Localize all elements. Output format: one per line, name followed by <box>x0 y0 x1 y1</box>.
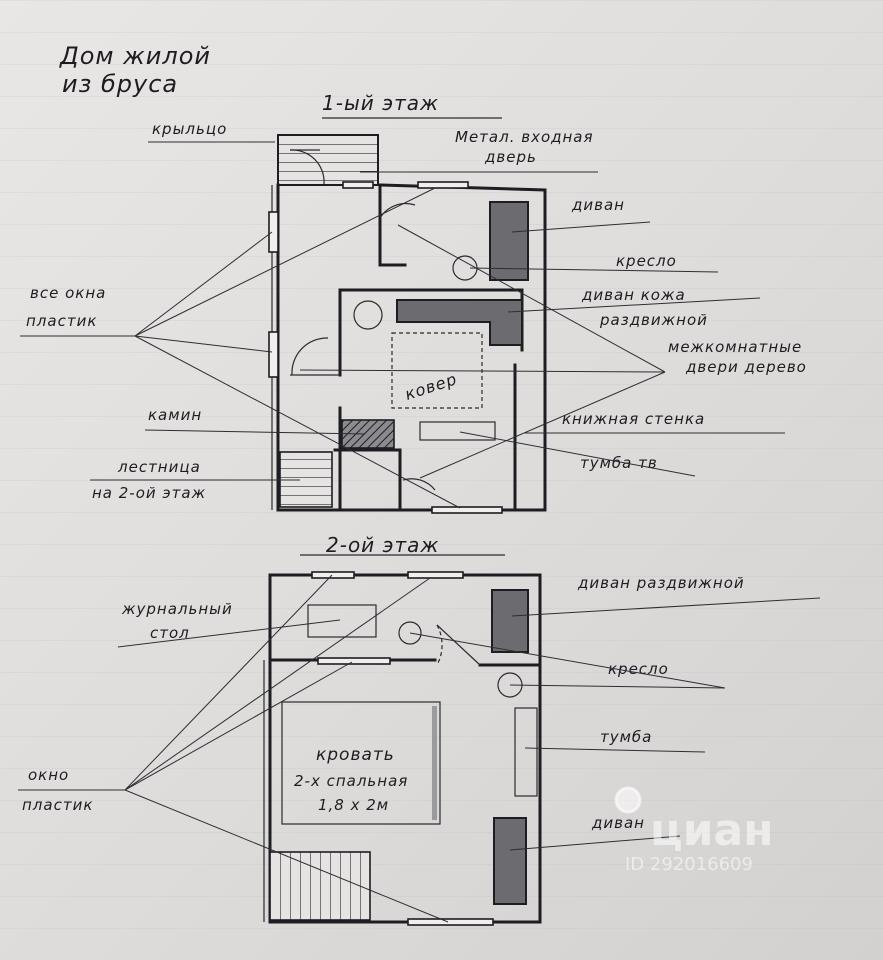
tv-stand-floor1 <box>419 421 496 441</box>
label-window-2: пластик <box>22 796 93 814</box>
window-f2-middle <box>317 657 391 665</box>
floor2-heading: 2-ой этаж <box>326 533 439 557</box>
label-bed-3: 1,8 х 2м <box>318 796 389 814</box>
stairs-floor2 <box>269 851 371 921</box>
label-leather-sofa-2: раздвижной <box>599 311 708 329</box>
sofa-floor2 <box>493 817 527 905</box>
title-line-1: Дом жилой <box>59 42 211 70</box>
label-sofa-floor1: диван <box>571 196 625 214</box>
bed-floor2 <box>281 701 441 825</box>
window-f2-top-left <box>311 571 355 579</box>
label-windows-2: пластик <box>26 312 97 330</box>
label-interior-doors-2: двери дерево <box>685 358 807 376</box>
cabinet-floor2 <box>514 707 538 797</box>
label-entry-door-1: Метал. входная <box>455 128 594 146</box>
label-bookshelf: книжная стенка <box>562 410 705 428</box>
window-top <box>417 181 469 189</box>
window-f2-top-right <box>407 571 464 579</box>
label-cabinet-floor2: тумба <box>600 728 652 746</box>
label-sofa-floor2: диван <box>591 814 645 832</box>
label-fireplace: камин <box>148 406 202 424</box>
leather-sofa-floor1 <box>396 299 523 346</box>
label-coffee-table-2: стол <box>150 624 190 642</box>
label-armchair-floor1: кресло <box>616 252 677 270</box>
watermark-pin-icon <box>614 786 642 814</box>
window-porch <box>342 181 374 189</box>
label-armchair-floor2: кресло <box>608 660 669 678</box>
label-stairs-1: лестница <box>117 458 201 476</box>
carpet-label: ковер <box>402 369 459 404</box>
label-interior-doors-1: межкомнатные <box>668 338 802 356</box>
window-left-lower <box>268 331 279 378</box>
label-bed-1: кровать <box>316 745 395 765</box>
window-bottom <box>431 506 503 514</box>
label-bed-2: 2-х спальная <box>294 772 408 790</box>
door-hall <box>379 202 416 219</box>
label-leather-sofa-1: диван кожа <box>581 286 686 304</box>
label-entry-door-2: дверь <box>484 148 537 166</box>
sofa-bed-floor2 <box>491 589 529 653</box>
door-left-room <box>291 337 329 376</box>
watermark: циан ID 292016609 <box>614 786 774 875</box>
armchair-round-floor1 <box>353 300 383 330</box>
floor1-heading: 1-ый этаж <box>322 91 439 115</box>
watermark-brand: циан <box>650 805 774 856</box>
window-f2-bottom <box>407 918 494 926</box>
label-sofa-bed: диван раздвижной <box>577 574 745 592</box>
label-window-1: окно <box>28 766 69 784</box>
label-windows-1: все окна <box>30 284 106 302</box>
door-floor2 <box>436 624 481 666</box>
title-line-2: из бруса <box>62 70 178 98</box>
label-stairs-2: на 2-ой этаж <box>92 484 206 502</box>
window-left-upper <box>268 211 279 253</box>
porch <box>277 134 379 186</box>
coffee-table-floor2 <box>307 604 377 638</box>
watermark-id: ID 292016609 <box>625 854 753 875</box>
armchair-floor2-a <box>398 621 422 645</box>
sofa-floor1 <box>489 201 529 281</box>
label-porch: крыльцо <box>152 120 227 138</box>
label-coffee-table-1: журнальный <box>121 600 233 618</box>
